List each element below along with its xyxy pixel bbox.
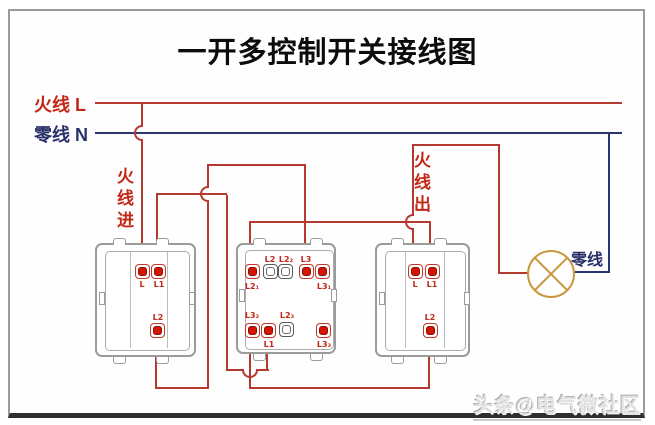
terminal-l2-unused [263, 264, 278, 279]
terminal-l3 [299, 264, 314, 279]
terminal-label: L2 [152, 313, 164, 322]
wire-sw1l1-bottom [258, 369, 269, 371]
lamp-icon [527, 250, 575, 298]
terminal-label: L1 [153, 280, 165, 289]
wire-to-sw2l1 [266, 338, 268, 371]
wire-bridge-up [207, 166, 209, 186]
switch-right: L L1 L2 [375, 238, 470, 364]
terminal-label: L [412, 280, 418, 289]
terminal-label: L [139, 280, 145, 289]
terminal-l [135, 264, 150, 279]
wire-live-bus [95, 102, 622, 104]
terminal-l31 [315, 264, 330, 279]
terminal-label: L2 [264, 255, 276, 264]
mounting-tab [391, 357, 404, 364]
wire-sw1l2-across [155, 387, 209, 389]
mounting-tab [310, 354, 323, 361]
wire-liveout-up [412, 146, 414, 214]
wire-crossover-hop [200, 186, 209, 202]
wire-sw2-sw3-link [249, 221, 431, 223]
side-clip [379, 292, 385, 305]
terminal-l22-unused [278, 264, 293, 279]
mounting-tab [253, 354, 266, 361]
terminal-label: L3₁ [316, 282, 332, 291]
side-clip [189, 292, 195, 305]
mounting-tab [156, 238, 169, 245]
wire-bridge-top [207, 164, 306, 166]
mounting-tab [113, 238, 126, 245]
wire-sw1l1-bottom [226, 369, 243, 371]
terminal-label: L3 [300, 255, 312, 264]
terminal-l1 [151, 264, 166, 279]
watermark: 头条@电气微社区 [473, 389, 641, 421]
wire-sw1l1-up [156, 195, 158, 263]
mounting-tab [434, 357, 447, 364]
wire-sw1l1-across [156, 193, 227, 195]
side-clip [464, 292, 470, 305]
live-in-label: 火线进 [114, 167, 133, 233]
terminal-l21 [245, 264, 260, 279]
terminal-label: L3₂ [244, 311, 260, 320]
plate-divider [405, 252, 406, 348]
live-out-label: 火线出 [411, 151, 430, 217]
side-clip [239, 289, 245, 302]
wire-neutral-bus [95, 132, 622, 134]
terminal-l32 [245, 323, 260, 338]
terminal-label: L2₂ [278, 255, 294, 264]
terminal-label: L2₁ [244, 282, 260, 291]
wire-crossover-hop [134, 125, 143, 141]
wire-to-sw2l3 [304, 166, 306, 263]
switch-middle: L2 L2₂ L3 L2₁ L3₁ L3₂ L2₃ L1 L3₃ [236, 238, 337, 361]
side-clip [99, 292, 105, 305]
mounting-tab [391, 238, 404, 245]
terminal-l1 [261, 323, 276, 338]
wire-live-drop [141, 141, 143, 263]
wire-live-drop [141, 104, 143, 125]
wire-liveout-top [412, 144, 500, 146]
terminal-label: L2₃ [279, 311, 295, 320]
terminal-label: L1 [426, 280, 438, 289]
terminal-l2 [150, 323, 165, 338]
terminal-label: L3₃ [316, 340, 332, 349]
live-wire-label: 火线 L [34, 95, 86, 115]
wire-sw3l2-down [428, 337, 430, 387]
terminal-l2 [423, 323, 438, 338]
lamp-neutral-label: 零线 [571, 252, 604, 269]
wire-liveout-to-lamp [498, 272, 529, 274]
mounting-tab [434, 238, 447, 245]
plate-divider [444, 252, 445, 348]
diagram-title: 一开多控制开关接线图 [177, 37, 478, 69]
plate-divider [167, 252, 168, 348]
mounting-tab [310, 238, 323, 245]
terminal-l23-unused [279, 322, 294, 337]
mounting-tab [113, 357, 126, 364]
neutral-wire-label: 零线 N [34, 125, 88, 145]
terminal-l1 [425, 264, 440, 279]
terminal-l [408, 264, 423, 279]
wire-bridge-up [207, 202, 209, 389]
terminal-label: L1 [263, 340, 275, 349]
wire-crossover-hop [242, 369, 258, 378]
switch-left: L L1 L2 [95, 238, 196, 364]
mounting-tab [156, 357, 169, 364]
side-clip [331, 289, 337, 302]
wire-liveout-down [498, 146, 500, 274]
terminal-l33 [316, 323, 331, 338]
wire-crossover-hop [405, 214, 414, 230]
wire-sw2-sw3-bottom [249, 387, 430, 389]
wire-sw1l1-down [226, 195, 228, 370]
wire-neutral-to-lamp [575, 271, 609, 273]
wire-sw2l32-down [249, 337, 251, 389]
wire-neutral-drop [608, 134, 610, 273]
terminal-label: L2 [424, 313, 436, 322]
mounting-tab [253, 238, 266, 245]
plate-divider [130, 252, 131, 348]
